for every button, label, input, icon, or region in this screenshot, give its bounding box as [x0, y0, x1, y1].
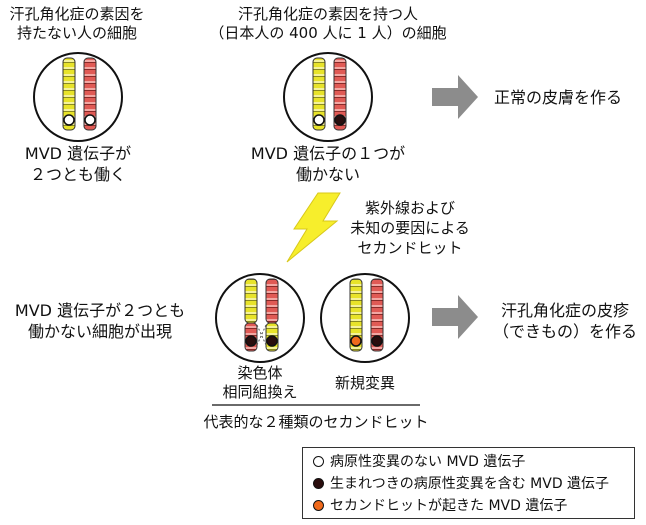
label-line: 相同組換え — [222, 383, 298, 401]
inherited-mutation-dot — [266, 335, 278, 347]
chromosome-red — [370, 278, 384, 352]
legend-label: 病原性変異のない MVD 遺伝子 — [330, 454, 526, 470]
inherited-mutation-dot — [371, 335, 383, 347]
double-hit-cell-description: MVD 遺伝子が２つとも 働かない細胞が出現 — [10, 300, 190, 342]
cell-new-mutation — [320, 273, 410, 363]
chromosome-yellow — [62, 57, 76, 131]
normal-skin-result: 正常の皮膚を作る — [494, 88, 623, 107]
normal-gene-dot — [84, 114, 96, 126]
title-line: 汗孔角化症の素因を持つ人 — [237, 5, 418, 23]
second-hit-group-caption: 代表的な２種類のセカンドヒット — [203, 413, 429, 431]
chromosome-red — [333, 57, 347, 131]
recombination-label: 染色体 相同組換え — [210, 364, 310, 402]
legend: 病原性変異のない MVD 遺伝子 生まれつきの病原性変異を含む MVD 遺伝子 … — [302, 447, 635, 519]
description-line: 働かない細胞が出現 — [27, 322, 172, 341]
lesion-result: 汗孔角化症の皮疹 （できもの）を作る — [490, 300, 640, 342]
dark-dot-icon — [313, 477, 324, 489]
result-line: 汗孔角化症の皮疹 — [500, 301, 629, 320]
caption-line: MVD 遺伝子が — [24, 144, 132, 163]
arrow-to-normal-skin — [432, 75, 478, 119]
new-mutation-label: 新規変異 — [334, 374, 395, 392]
description-line: MVD 遺伝子が２つとも — [14, 301, 186, 320]
normal-gene-dot — [63, 114, 75, 126]
lightning-bolt-icon — [286, 192, 341, 263]
predisposed-person-title: 汗孔角化症の素因を持つ人 （日本人の 400 人に 1 人）の細胞 — [208, 5, 448, 43]
legend-item: セカンドヒットが起きた MVD 遺伝子 — [313, 495, 567, 515]
label-line: 染色体 — [237, 364, 283, 382]
normal-person-title: 汗孔角化症の素因を 持たない人の細胞 — [2, 5, 152, 43]
caption-line: MVD 遺伝子の１つが — [250, 144, 406, 163]
white-dot-icon — [313, 455, 324, 467]
legend-label: セカンドヒットが起きた MVD 遺伝子 — [330, 498, 568, 514]
legend-label: 生まれつきの病原性変異を含む MVD 遺伝子 — [330, 476, 610, 492]
result-line: （できもの）を作る — [492, 322, 637, 341]
chromosome-yellow — [349, 278, 363, 352]
chromosome-yellow-upper — [244, 278, 258, 324]
cell-recombination — [215, 273, 305, 363]
title-line: 汗孔角化症の素因を — [9, 5, 145, 23]
second-hit-dot — [350, 335, 362, 347]
second-hit-cause: 紫外線および 未知の要因による セカンドヒット — [345, 198, 475, 258]
title-line: 持たない人の細胞 — [16, 24, 137, 42]
title-line: （日本人の 400 人に 1 人）の細胞 — [209, 24, 447, 42]
legend-item: 病原性変異のない MVD 遺伝子 — [313, 451, 525, 471]
arrow-to-lesion — [432, 295, 478, 339]
chromosome-red — [83, 57, 97, 131]
chromosome-red-upper — [265, 278, 279, 324]
cause-line: セカンドヒット — [357, 239, 463, 257]
chromosome-yellow — [312, 57, 326, 131]
caption-line: 働かない — [295, 165, 360, 184]
inherited-mutation-dot — [334, 114, 346, 126]
cause-line: 未知の要因による — [350, 219, 470, 237]
normal-gene-dot — [313, 114, 325, 126]
cell-predisposed — [283, 52, 373, 142]
normal-cell-caption: MVD 遺伝子が ２つとも働く — [8, 143, 148, 185]
caption-line: ２つとも働く — [29, 165, 126, 184]
orange-dot-icon — [313, 499, 324, 511]
cause-line: 紫外線および — [364, 199, 455, 217]
predisposed-cell-caption: MVD 遺伝子の１つが 働かない — [238, 143, 418, 185]
cell-normal — [33, 52, 123, 142]
inherited-mutation-dot — [245, 335, 257, 347]
legend-item: 生まれつきの病原性変異を含む MVD 遺伝子 — [313, 473, 609, 493]
